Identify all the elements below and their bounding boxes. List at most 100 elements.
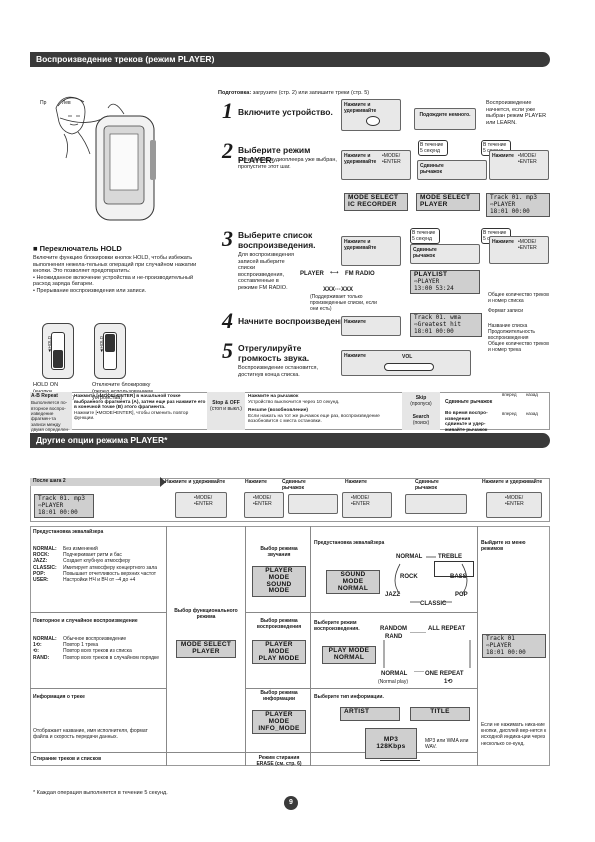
flow-row	[30, 478, 550, 522]
search-fwd: вперед	[502, 411, 517, 416]
repeat-row: NORMAL:Обычное воспроизведение	[33, 636, 163, 642]
eq-row: NORMAL:Без изменений	[33, 546, 163, 552]
section-title-player: Воспроизведение треков (режим PLAYER)	[30, 52, 550, 67]
flow-mode-button-4[interactable]: •MODE/ •ENTER	[486, 492, 542, 518]
repeat-val: Обычное воспроизведение	[63, 636, 127, 642]
stop-title: Stop & OFF	[212, 400, 240, 406]
info-mp3-note: MP3 или WMA или WAV.	[425, 738, 469, 751]
lcd-track1-line1: Track 01. mp3	[490, 194, 537, 201]
lcd-wma-line2: ⇨Greatest hit	[414, 320, 461, 328]
info-mp3: MP3 128Kbps	[376, 735, 406, 750]
hold-switch-off[interactable]: ◄HOLD	[94, 323, 126, 379]
info-title-box: TITLE	[430, 708, 450, 715]
repeat-cycle-arrows	[383, 632, 471, 672]
grid-h1b	[245, 612, 478, 613]
grid-v1	[166, 526, 167, 766]
flow-mode-3-label: •MODE/ •ENTER	[351, 495, 370, 508]
page-number: 9	[284, 796, 298, 810]
step-5-number: 5	[222, 338, 233, 363]
step1-press-hold-label: Нажмите и удерживайте	[344, 102, 377, 115]
repeat-title: Повторное и случайное воспроизведение	[33, 618, 138, 624]
search-title: Search	[412, 414, 430, 420]
eq-row: USER:Настройки НЧ и ВЧ от –4 до +4	[33, 577, 163, 583]
xxx-label: XXX···XXX	[323, 287, 354, 293]
fm-radio-label: FM RADIO	[345, 271, 375, 277]
lcd-wma-line1: Track 01. wma	[414, 314, 461, 321]
step1-start-text: Воспроизведение начнется, если уже выбра…	[486, 100, 547, 126]
info-lcd-line2: INFO_MODE	[258, 724, 300, 732]
repeat-random: RANDOM	[380, 626, 407, 632]
eq-key: ROCK:	[33, 552, 50, 559]
flow-lever-2[interactable]	[405, 494, 467, 514]
flow-lcd-line2: ⇨PLAYER	[38, 501, 64, 509]
step2-press-hold-label: Нажмите и удерживайте	[344, 153, 377, 166]
total-note-2: Общее количество треков и номер трека	[488, 341, 549, 354]
repeat-key: 1⟲:	[33, 642, 42, 649]
info-title-lcd: TITLE	[410, 707, 470, 721]
exit-lcd-line2: ⇨PLAYER	[486, 641, 512, 649]
search-sub: (поиск)	[412, 420, 430, 427]
step3-press-button[interactable]: Нажмите •MODE/ •ENTER	[489, 236, 549, 264]
eq-row: JAZZ:Создает клубную атмосферу	[33, 558, 163, 564]
flow-mode-button-2[interactable]: •MODE/ •ENTER	[244, 492, 284, 518]
flow-mode-button-1[interactable]: •MODE/ •ENTER	[175, 492, 227, 518]
flow-mode-button-3[interactable]: •MODE/ •ENTER	[342, 492, 392, 518]
lcd-playlist-line3: 13:00 53:24	[414, 284, 454, 292]
step3-within5: В течение 5 секунд	[410, 228, 440, 245]
eq-bass: BASS	[450, 574, 467, 580]
step3-mode-enter: •MODE/ •ENTER	[518, 239, 537, 252]
lcd-track1-line2: ⇨PLAYER	[490, 200, 516, 208]
ab-text-2: Нажмите [•MODE/•ENTER], чтобы отменить п…	[74, 410, 189, 422]
list-note: Название списка	[488, 323, 528, 329]
step2-slide-lever[interactable]: Сдвиньте рычажок	[417, 160, 487, 180]
info-artist-lcd: ARTIST	[340, 707, 400, 721]
eq-row: ROCK:Подчеркивает ритм и бас	[33, 552, 163, 558]
flow-mode-1-label: •MODE/ •ENTER	[194, 495, 213, 508]
player-label: PLAYER	[300, 271, 324, 277]
hold-desc: Включите функцию блокировки кнопок HOLD,…	[33, 255, 197, 275]
flow-lever-1[interactable]	[288, 494, 338, 514]
step-4-title: Начните воспроизведение.	[238, 316, 353, 326]
lcd-playlist-line1: PLAYLIST	[414, 271, 448, 278]
grid-h2	[30, 688, 167, 689]
lcd-player-line1: MODE SELECT	[420, 194, 471, 201]
eq-row: CLASSIC:Имитирует атмосферу концертного …	[33, 565, 163, 571]
step1-press-hold-button[interactable]: Нажмите и удерживайте	[341, 99, 401, 131]
step5-volume-control[interactable]: Нажмите VOL	[341, 350, 471, 376]
search-text-cell: Во время воспро-изведения сдвиньте и уде…	[445, 411, 500, 433]
repeat-row: 1⟲: Повтор 1 трека	[33, 642, 163, 648]
step3-press-label: Нажмите	[492, 239, 514, 245]
hold-bullet-2: • Прерывание воспроизведения или записи.	[33, 287, 147, 294]
eq-treble: TREBLE	[438, 554, 462, 560]
step-2-number: 2	[222, 138, 233, 163]
repeat-pick-title: Выберите режим воспроизведения.	[314, 620, 360, 633]
erase-mode: Режим стирания ERASE (см. стр. 6)	[256, 755, 302, 768]
prep-line: Подготовка: загрузите (стр. 2) или запиш…	[218, 90, 548, 97]
stop-cell: Stop & OFF (стоп и выкл.)	[207, 392, 245, 430]
step4-press-button[interactable]: Нажмите	[341, 316, 401, 336]
eq-cycle-arrows	[394, 556, 468, 603]
step3-press-hold-button[interactable]: Нажмите и удерживайте	[341, 236, 401, 266]
skip-text: Сдвиньте рычажок	[445, 399, 493, 405]
step2-press-button[interactable]: Нажмите •MODE/ •ENTER	[489, 150, 549, 180]
repeat-val: Повтор 1 трека	[63, 642, 99, 649]
stop-text-2: Устройство выключится через 10 секунд.	[248, 399, 340, 405]
repeat-one-icon: 1⟲	[444, 679, 453, 685]
down-arrow-icon	[366, 116, 380, 126]
skip-sub: (пропуск)	[410, 401, 432, 408]
hold-switch-on[interactable]: ◄HOLD	[42, 323, 74, 379]
step2-press-hold-button[interactable]: Нажмите и удерживайте •MODE/ •ENTER	[341, 150, 411, 180]
flow-press2: Нажмите	[345, 479, 367, 485]
repeat-one: ONE REPEAT	[425, 671, 464, 677]
step3-slide-lever[interactable]: Сдвиньте рычажок	[410, 244, 480, 264]
step2-within5: В течение 5 секунд	[418, 140, 448, 157]
grid-h2b	[245, 688, 478, 689]
repeat-val: Повтор всех треков в случайном порядке	[63, 654, 160, 661]
eq-lcd-2: SOUND MODE NORMAL	[326, 570, 380, 595]
flow-press-hold2: Нажмите и удерживайте	[482, 479, 543, 485]
eq-user-box	[434, 561, 474, 577]
flow-lcd-line3: 18:01 00:00	[38, 508, 78, 516]
eq-lcd-line2: SOUND MODE	[266, 580, 292, 595]
repeat-lcd2-line1: PLAY MODE	[328, 647, 370, 654]
info-select-title: Выбор режима информации	[260, 690, 298, 703]
